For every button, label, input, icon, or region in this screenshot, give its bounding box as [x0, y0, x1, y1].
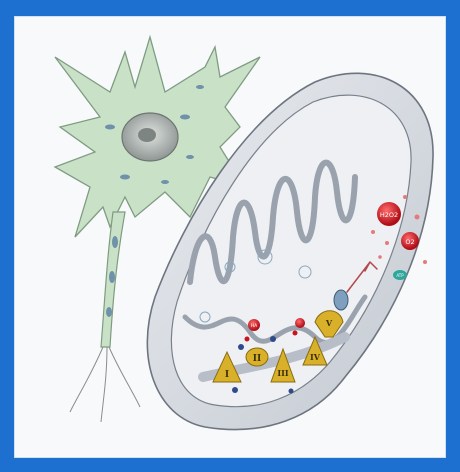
complex-3-label: III — [277, 368, 288, 378]
complex-5-label: V — [325, 318, 333, 328]
axon-terminal — [70, 347, 140, 422]
complex-4-label: IV — [310, 352, 321, 362]
ha-label: HA — [251, 323, 258, 329]
o2-label: O2 — [405, 238, 414, 246]
superoxide-site — [295, 318, 305, 328]
transporter-channel — [334, 290, 348, 310]
illustration-canvas: I II III IV V HA — [14, 16, 446, 458]
mitochondria-illustration: I II III IV V HA — [15, 17, 445, 457]
complex-2-label: II — [253, 354, 261, 364]
h2o2-label: H2O2 — [380, 211, 398, 219]
atp-label: ATP — [396, 273, 404, 278]
complex-1-label: I — [225, 370, 229, 380]
nucleolus — [138, 128, 156, 142]
